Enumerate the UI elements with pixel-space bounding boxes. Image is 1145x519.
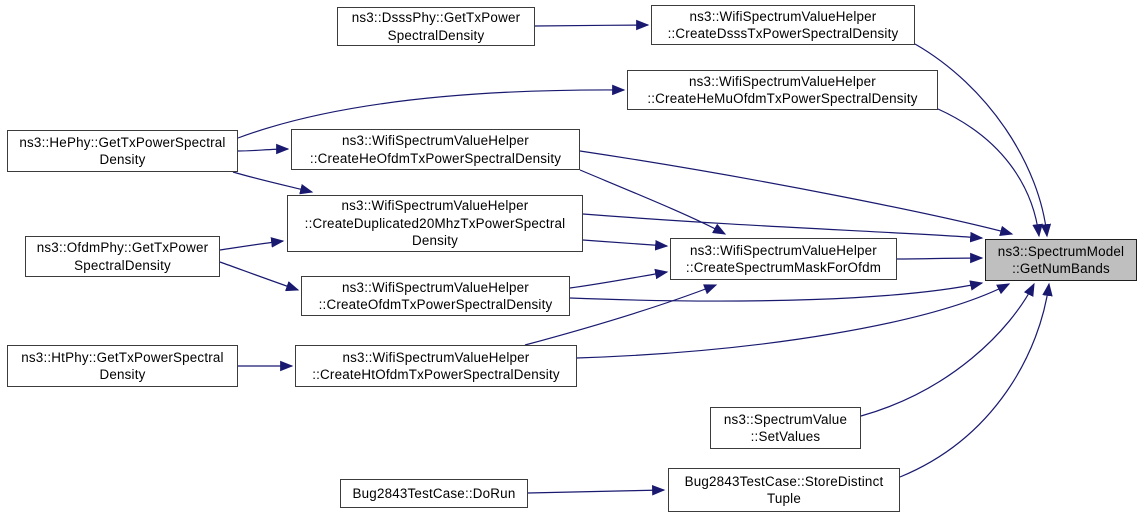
node-ofdmphy-gettxpowerspectraldensity[interactable]: ns3::OfdmPhy::GetTxPower SpectralDensity bbox=[25, 236, 220, 277]
node-spectrummodel-getnumbands: ns3::SpectrumModel ::GetNumBands bbox=[985, 239, 1137, 281]
node-spectrumvalue-setvalues[interactable]: ns3::SpectrumValue ::SetValues bbox=[710, 407, 861, 449]
edge-createofdm-to-mask bbox=[569, 268, 669, 289]
node-createhtofdmtxpowerspectraldensity[interactable]: ns3::WifiSpectrumValueHelper ::CreateHtO… bbox=[295, 345, 577, 387]
node-createofdmtxpowerspectraldensity[interactable]: ns3::WifiSpectrumValueHelper ::CreateOfd… bbox=[301, 276, 570, 316]
edge-hephy-to-createheofdm bbox=[237, 143, 290, 155]
edge-createhtofdm-to-getnumbands bbox=[576, 283, 1011, 359]
node-hephy-gettxpowerspectraldensity[interactable]: ns3::HePhy::GetTxPowerSpectral Density bbox=[7, 130, 238, 172]
edge-ofdmphy-to-createofdm bbox=[219, 261, 300, 292]
node-dssphy-gettxpowerspectraldensity[interactable]: ns3::DsssPhy::GetTxPower SpectralDensity bbox=[337, 7, 535, 46]
node-bug2843testcase-storedistincttuple[interactable]: Bug2843TestCase::StoreDistinct Tuple bbox=[668, 468, 900, 512]
edge-createofdm-to-getnumbands bbox=[569, 280, 984, 302]
node-createheofdmtxpowerspectraldensity[interactable]: ns3::WifiSpectrumValueHelper ::CreateHeO… bbox=[291, 129, 580, 170]
node-createhemuofdmtxpowerspectraldensity[interactable]: ns3::WifiSpectrumValueHelper ::CreateHeM… bbox=[627, 70, 938, 110]
edge-mask-to-getnumbands bbox=[896, 252, 984, 264]
edge-ofdmphy-to-createdup20 bbox=[219, 237, 285, 251]
edge-createdsss-to-getnumbands bbox=[914, 43, 1052, 238]
edge-dorun-to-storedistinct bbox=[527, 484, 666, 496]
edge-createhtofdm-to-mask bbox=[524, 284, 718, 346]
edge-createheofdm-to-mask bbox=[579, 169, 727, 235]
node-bug2843testcase-dorun[interactable]: Bug2843TestCase::DoRun bbox=[340, 479, 528, 508]
edge-hephy-to-createhemu bbox=[237, 84, 626, 139]
edge-createdup20-to-mask bbox=[582, 239, 669, 251]
edge-createheofdm-to-getnumbands bbox=[579, 150, 1014, 237]
edge-hephy-to-createdup20 bbox=[232, 171, 314, 195]
edge-dssphy-to-createdsss bbox=[534, 19, 650, 31]
edge-createhemu-to-getnumbands bbox=[937, 108, 1043, 238]
node-createduplicated20mhztxpowerspectraldensity[interactable]: ns3::WifiSpectrumValueHelper ::CreateDup… bbox=[287, 195, 583, 252]
edge-setvalues-to-getnumbands bbox=[860, 282, 1035, 417]
node-createspectrummaskforofdm[interactable]: ns3::WifiSpectrumValueHelper ::CreateSpe… bbox=[670, 238, 897, 280]
node-createdssstxpowerspectraldensity[interactable]: ns3::WifiSpectrumValueHelper ::CreateDss… bbox=[651, 5, 915, 45]
edge-createdup20-to-getnumbands bbox=[582, 213, 984, 243]
node-htphy-gettxpowerspectraldensity[interactable]: ns3::HtPhy::GetTxPowerSpectral Density bbox=[7, 345, 238, 387]
edge-storedistinct-to-getnumbands bbox=[899, 282, 1053, 478]
